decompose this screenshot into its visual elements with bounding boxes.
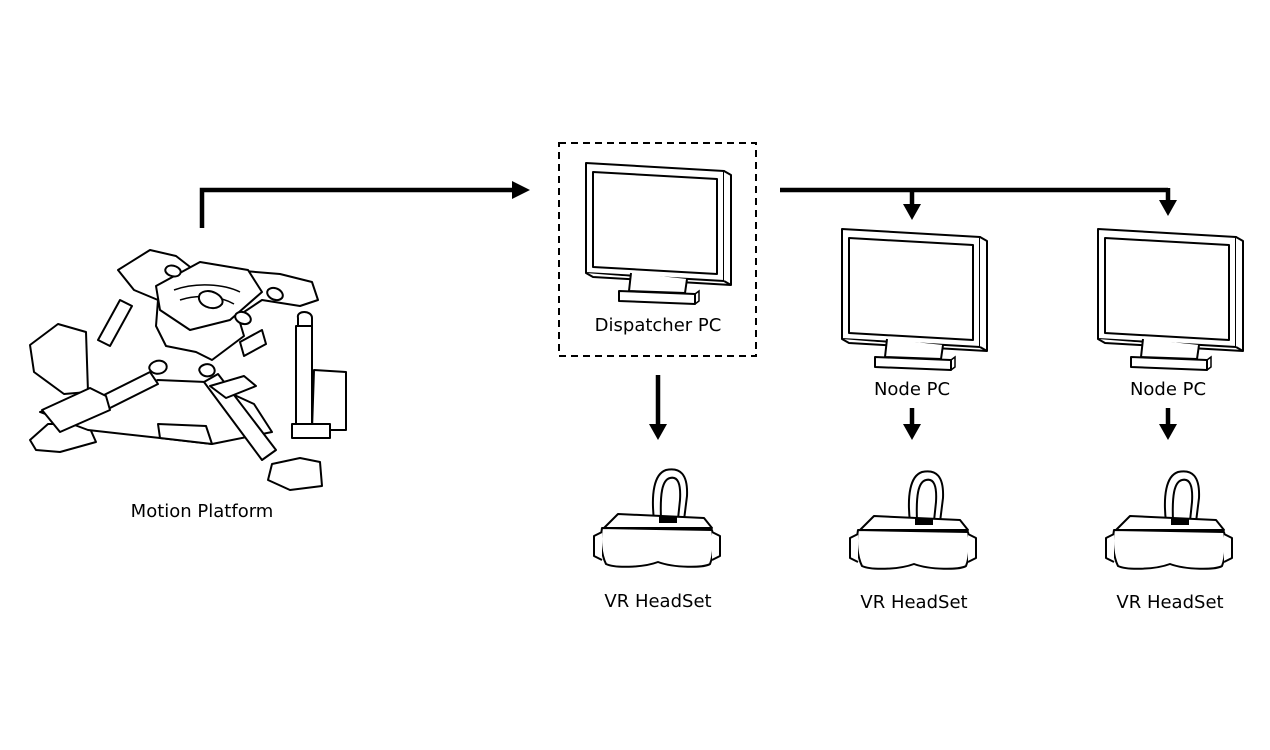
motion-platform-icon — [29, 249, 347, 491]
motion-platform-label: Motion Platform — [131, 501, 274, 522]
dispatcher-pc-label: Dispatcher PC — [595, 315, 722, 336]
node-pc-2-label: Node PC — [1130, 379, 1206, 400]
connector-node2-to-headset — [1159, 408, 1177, 440]
connector-dispatcher-to-headset — [649, 375, 667, 440]
dispatcher-dashed-frame — [558, 142, 757, 357]
node-pc-1: Node PC — [841, 228, 988, 400]
vr-headset-2: VR HeadSet — [849, 470, 977, 613]
node-pc-1-monitor-icon — [841, 228, 988, 371]
node-pc-1-label: Node PC — [874, 379, 950, 400]
vr-headset-1-label: VR HeadSet — [604, 591, 711, 612]
vr-headset-1: VR HeadSet — [593, 468, 721, 612]
dispatcher-pc: Dispatcher PC — [558, 142, 757, 357]
dispatcher-monitor-icon — [585, 162, 732, 305]
vr-headset-2-label: VR HeadSet — [860, 592, 967, 613]
vr-headset-3-label: VR HeadSet — [1116, 592, 1223, 613]
connector-node1-to-headset — [903, 408, 921, 440]
connector-dispatcher-to-nodes — [780, 187, 1177, 220]
vr-headset-3: VR HeadSet — [1105, 470, 1233, 613]
vr-headset-2-icon — [849, 470, 977, 570]
vr-headset-3-icon — [1105, 470, 1233, 570]
node-pc-2-monitor-icon — [1097, 228, 1244, 371]
node-pc-2: Node PC — [1097, 228, 1244, 400]
connector-platform-to-dispatcher — [199, 181, 530, 228]
vr-headset-1-icon — [593, 468, 721, 568]
